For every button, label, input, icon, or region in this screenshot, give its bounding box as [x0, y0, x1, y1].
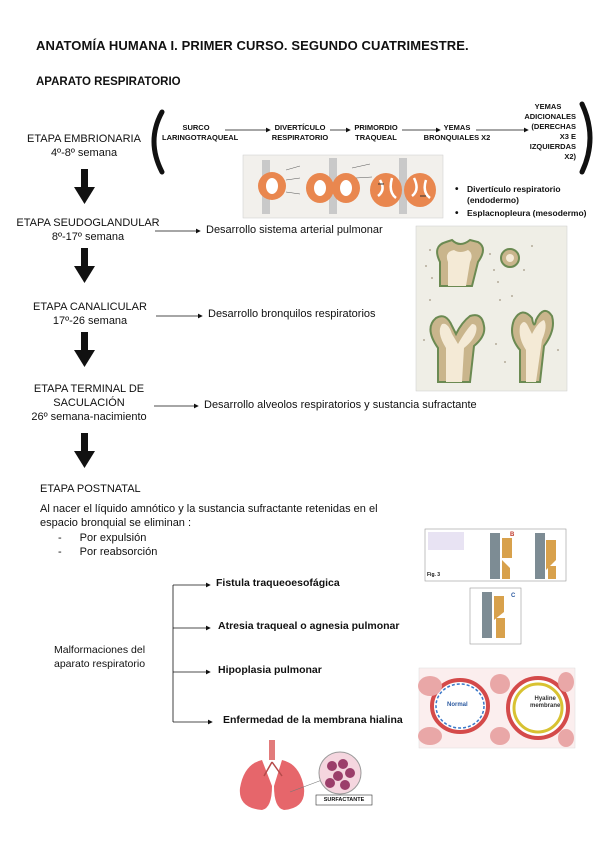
fistula-illustration-b — [424, 528, 567, 582]
postnatal-text: Al nacer el líquido amnótico y la sustan… — [40, 503, 378, 529]
surfactant-label: SURFACTANTE — [323, 797, 365, 803]
stage-saculacion-desc: Desarrollo alveolos respiratorios y sust… — [204, 399, 477, 411]
down-arrow-4 — [74, 433, 95, 468]
down-arrow-3 — [74, 332, 95, 367]
normal-label: Normal — [447, 702, 468, 708]
origin-item: Esplacnopleura (mesodermo) — [455, 208, 595, 219]
stage-canalicular-desc: Desarrollo bronquilos respiratorios — [208, 308, 376, 320]
stage-postnatal: ETAPA POSTNATAL — [40, 483, 141, 495]
malformation-bracket — [172, 582, 213, 725]
fig-c-label: C — [511, 593, 516, 599]
hyaline-membrane-illustration — [418, 667, 576, 749]
down-arrow-2 — [74, 248, 95, 283]
left-parenthesis — [151, 109, 165, 175]
fig3-label: Fig. 3 — [427, 572, 441, 578]
malformation-item: Fistula traqueoesofágica — [216, 577, 340, 589]
stage-seudoglandular-desc: Desarrollo sistema arterial pulmonar — [206, 224, 383, 236]
malformation-item: Enfermedad de la membrana hialina — [223, 714, 403, 726]
fistula-illustration-c — [469, 587, 522, 645]
postnatal-item: -Por expulsión — [58, 532, 147, 544]
malformation-item: Atresia traqueal o agnesia pulmonar — [218, 620, 400, 632]
postnatal-item: -Por reabsorción — [58, 546, 158, 558]
origin-item: Divertículo respiratorio(endodermo) — [455, 184, 595, 206]
section-title: APARATO RESPIRATORIO — [36, 76, 181, 88]
bronchial-branching-illustration — [415, 225, 568, 392]
lungs-surfactant-illustration — [239, 740, 373, 810]
down-arrow-1 — [74, 169, 95, 204]
page-title: ANATOMÍA HUMANA I. PRIMER CURSO. SEGUNDO… — [36, 38, 469, 53]
embryonic-lung-bud-illustration — [242, 154, 444, 219]
origins-list: Divertículo respiratorio(endodermo) Espl… — [455, 184, 595, 219]
right-parenthesis — [579, 101, 593, 175]
fig-b-label: B — [510, 532, 515, 538]
malformation-item: Hipoplasia pulmonar — [218, 664, 322, 676]
yemas-adicionales: YEMAS ADICIONALES (DERECHAS X3 E IZQUIER… — [524, 102, 576, 161]
